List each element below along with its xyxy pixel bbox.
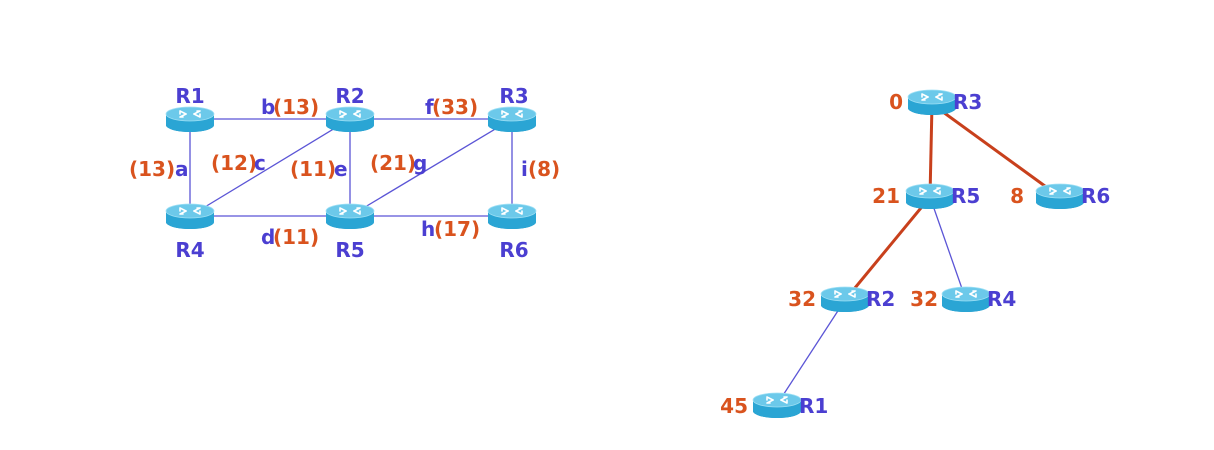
- link-name: h: [421, 217, 435, 241]
- link-name: g: [413, 151, 427, 175]
- tree-router-label: R4: [987, 287, 1016, 311]
- link-name: d: [261, 225, 275, 249]
- link-cost: (8): [528, 157, 560, 181]
- link-name: i: [521, 157, 528, 181]
- topology-router-label: R6: [499, 238, 528, 262]
- link-name: e: [334, 157, 348, 181]
- link-cost: (13): [273, 95, 319, 119]
- router-r3-icon: [487, 106, 537, 133]
- tree-edge-r5-r2: [843, 196, 932, 301]
- tree-distance: 45: [720, 394, 748, 418]
- tree-router-label: R1: [799, 394, 828, 418]
- tree-router-r1-icon: [752, 392, 802, 419]
- router-r5-icon: [325, 203, 375, 230]
- tree-router-r4-icon: [941, 286, 991, 313]
- router-r1-icon: [165, 106, 215, 133]
- link-cost: (17): [434, 217, 480, 241]
- topology-links: [189, 118, 513, 217]
- link-cost: (11): [273, 225, 319, 249]
- tree-edge-r3-r5: [928, 103, 934, 198]
- tree-router-r6-icon: [1035, 183, 1085, 210]
- link-c-r4-r2: [189, 118, 351, 217]
- topology: R1 R2 R3 R4 R5 R6 b (13) f (33) (13) a (…: [129, 84, 560, 262]
- tree-edge-r3-r6: [931, 102, 1061, 199]
- tree-distance: 0: [889, 90, 903, 114]
- topology-router-label: R2: [335, 84, 364, 108]
- router-r2-icon: [325, 106, 375, 133]
- link-cost: (21): [370, 151, 416, 175]
- link-cost: (13): [129, 157, 175, 181]
- link-g-r5-r3: [349, 118, 513, 217]
- tree-distance: 32: [788, 287, 816, 311]
- topology-router-label: R1: [175, 84, 204, 108]
- tree-edge-r2-r1: [775, 299, 846, 407]
- tree-router-label: R2: [866, 287, 895, 311]
- router-r4-icon: [165, 203, 215, 230]
- link-name: f: [425, 95, 434, 119]
- tree-distance: 8: [1010, 184, 1024, 208]
- link-name: c: [254, 151, 266, 175]
- topology-router-label: R4: [175, 238, 204, 262]
- tree-router-r3-icon: [907, 89, 957, 116]
- tree-distance: 32: [910, 287, 938, 311]
- tree-router-label: R3: [953, 90, 982, 114]
- link-name: b: [261, 95, 275, 119]
- tree-edge-r5-r4: [929, 196, 967, 301]
- link-cost: (33): [432, 95, 478, 119]
- tree-router-label: R6: [1081, 184, 1110, 208]
- tree-router-r5-icon: [905, 183, 955, 210]
- link-cost: (12): [211, 151, 257, 175]
- link-cost: (11): [290, 157, 336, 181]
- shortest-path-tree: 0 21 8 32 32 45 R3 R5 R6 R2 R4 R1: [720, 89, 1110, 419]
- topology-router-label: R3: [499, 84, 528, 108]
- link-name: a: [175, 157, 189, 181]
- tree-distance: 21: [872, 184, 900, 208]
- topology-router-label: R5: [335, 238, 364, 262]
- tree-router-label: R5: [951, 184, 980, 208]
- tree-router-r2-icon: [820, 286, 870, 313]
- router-r6-icon: [487, 203, 537, 230]
